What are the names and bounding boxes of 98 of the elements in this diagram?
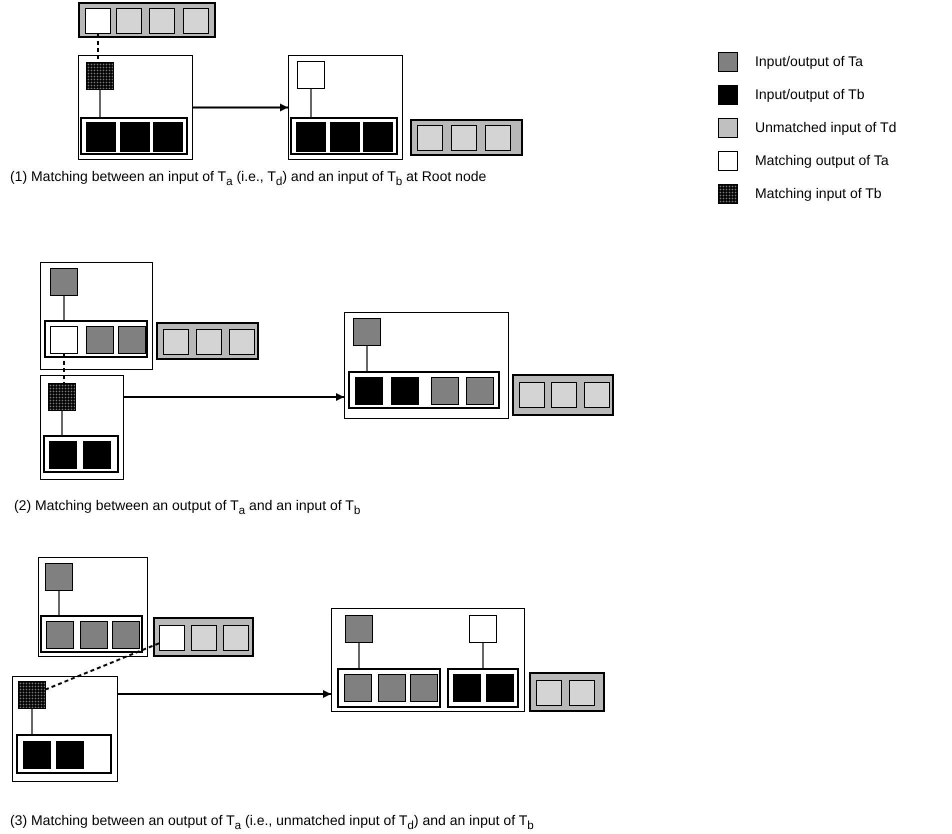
tree-node-box: [78, 55, 193, 160]
arrow: [193, 104, 288, 112]
slot-group-bar: [348, 371, 500, 409]
connector-line: [358, 643, 360, 668]
slot-square: [330, 122, 360, 152]
slot-square: [431, 377, 459, 405]
slot-square: [83, 441, 111, 469]
slot-square: [391, 377, 419, 405]
slot-square: [23, 741, 51, 769]
input-strip: [529, 672, 605, 712]
tree-node-box: [40, 375, 124, 480]
slot-square: [86, 62, 114, 90]
slot-square: [149, 8, 175, 34]
arrow: [118, 690, 331, 698]
slot-square: [536, 680, 562, 706]
slot-square: [85, 8, 111, 34]
slot-square: [417, 125, 443, 151]
slot-square: [353, 318, 381, 346]
tree-node-box: [344, 312, 509, 419]
slot-square: [120, 122, 150, 152]
caption: (2) Matching between an output of T$_{a}$ and an input of T$_{b}$: [14, 497, 360, 517]
tree-node-box: [38, 557, 148, 657]
slot-group-bar: [337, 668, 441, 708]
connector-line: [310, 89, 312, 117]
slot-square: [163, 329, 189, 355]
slot-square: [486, 674, 514, 702]
caption: (3) Matching between an output of T$_{a}$ (i.e., unmatched input of T$_{d}$) and an input of T$_{b}$: [10, 812, 534, 832]
slot-group-bar: [290, 117, 398, 155]
slot-square: [223, 625, 249, 651]
slot-square: [50, 268, 78, 296]
input-strip: [78, 2, 216, 38]
legend-text: Unmatched input of Td: [755, 119, 896, 135]
slot-square: [80, 621, 108, 649]
slot-group-bar: [80, 117, 188, 155]
connector-line: [31, 709, 33, 734]
slot-square: [118, 326, 146, 354]
connector-line: [366, 346, 368, 371]
slot-square: [363, 122, 393, 152]
connector-line: [99, 90, 101, 117]
input-strip: [512, 374, 614, 416]
slot-group-bar: [16, 734, 112, 774]
caption: (1) Matching between an input of T$_{a}$ (i.e., T$_{d}$) and an input of T$_{b}$ at Root node: [10, 168, 486, 188]
slot-square: [410, 674, 438, 702]
slot-square: [551, 382, 577, 408]
slot-square: [48, 383, 76, 411]
input-strip: [410, 119, 523, 156]
legend-text: Input/output of Ta: [755, 53, 863, 69]
slot-group-bar: [447, 668, 519, 708]
slot-square: [50, 326, 78, 354]
slot-square: [296, 122, 326, 152]
slot-square: [569, 680, 595, 706]
slot-square: [466, 377, 494, 405]
connector-line: [58, 591, 60, 615]
tree-node-box: [12, 676, 118, 782]
legend-text: Input/output of Tb: [755, 86, 864, 102]
slot-square: [345, 615, 373, 643]
slot-square: [355, 377, 383, 405]
slot-square: [453, 674, 481, 702]
slot-group-bar: [44, 320, 148, 358]
slot-square: [18, 681, 46, 709]
slot-square: [584, 382, 610, 408]
slot-square: [229, 329, 255, 355]
slot-square: [519, 382, 545, 408]
dashed-connector: [46, 642, 160, 690]
slot-square: [191, 625, 217, 651]
slot-square: [49, 441, 77, 469]
slot-square: [159, 625, 185, 651]
slot-square: [86, 326, 114, 354]
input-strip: [156, 322, 259, 360]
tree-node-box: [288, 55, 403, 160]
slot-square: [116, 8, 142, 34]
slot-square: [378, 674, 406, 702]
connector-line: [482, 643, 484, 668]
slot-square: [183, 8, 209, 34]
slot-square: [469, 615, 497, 643]
connector-line: [61, 411, 63, 435]
input-strip: [153, 617, 254, 657]
legend-text: Matching input of Tb: [755, 185, 882, 201]
slot-group-bar: [40, 615, 143, 653]
slot-square: [344, 674, 372, 702]
slot-square: [112, 621, 140, 649]
slot-square: [56, 741, 84, 769]
legend-text: Matching output of Ta: [755, 152, 889, 168]
slot-square: [485, 125, 511, 151]
slot-square: [46, 621, 74, 649]
dashed-connector: [63, 354, 65, 383]
slot-square: [86, 122, 116, 152]
tree-node-box: [331, 608, 525, 712]
slot-square: [153, 122, 183, 152]
connector-line: [63, 296, 65, 320]
slot-square: [45, 563, 73, 591]
arrow: [124, 393, 344, 401]
tree-node-box: [40, 262, 153, 370]
slot-square: [297, 61, 325, 89]
dashed-connector: [97, 34, 99, 62]
slot-group-bar: [43, 435, 119, 473]
slot-square: [196, 329, 222, 355]
slot-square: [451, 125, 477, 151]
